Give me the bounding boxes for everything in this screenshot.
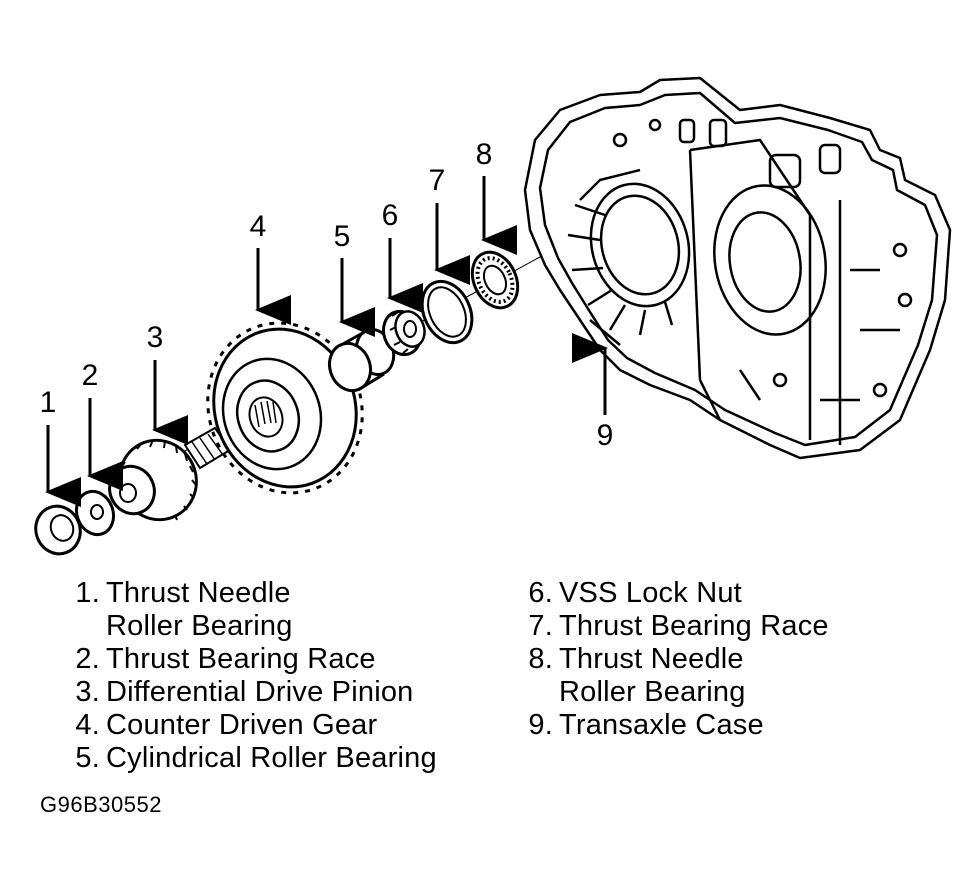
part-4-counter-driven-gear	[206, 321, 364, 495]
legend-text: Cylindrical Roller Bearing	[106, 742, 437, 774]
legend-text: Thrust Needle	[106, 577, 291, 609]
callout-label-1: 1	[40, 386, 57, 419]
callout-label-4: 4	[250, 210, 267, 243]
callout-label-5: 5	[334, 220, 351, 253]
part-2-thrust-bearing-race	[74, 489, 116, 537]
callout-label-3: 3	[147, 321, 164, 354]
legend-item-1: 1. Thrust Needle	[64, 577, 437, 610]
legend-item-7: 7. Thrust Bearing Race	[517, 610, 829, 643]
legend-item-8: 8. Thrust Needle	[517, 643, 829, 676]
legend-left-column: 1. Thrust Needle Roller Bearing 2. Thrus…	[64, 577, 437, 775]
legend-number: 4.	[75, 709, 100, 741]
callout-arrows	[45, 176, 608, 507]
legend-item-5: 5. Cylindrical Roller Bearing	[64, 742, 437, 775]
legend-number: 1.	[75, 577, 100, 609]
legend-text: Counter Driven Gear	[106, 709, 378, 741]
legend-text: Transaxle Case	[559, 709, 764, 741]
callout-label-8: 8	[476, 138, 493, 171]
legend-number: 7.	[528, 610, 553, 642]
callout-label-9: 9	[597, 419, 614, 452]
callout-label-2: 2	[82, 359, 99, 392]
legend-item-4: 4. Counter Driven Gear	[64, 709, 437, 742]
legend-right-column: 6. VSS Lock Nut 7. Thrust Bearing Race 8…	[517, 577, 829, 742]
legend-number: 9.	[528, 709, 553, 741]
legend-item-1-continuation: Roller Bearing	[64, 610, 437, 643]
legend-number: 3.	[75, 676, 100, 708]
part-9-transaxle-case	[523, 76, 952, 460]
legend-text: Thrust Needle	[559, 643, 744, 675]
legend-number: 6.	[528, 577, 553, 609]
figure-id: G96B30552	[40, 792, 162, 817]
part-3-differential-drive-pinion	[108, 426, 232, 522]
legend-item-3: 3. Differential Drive Pinion	[64, 676, 437, 709]
legend-number: 8.	[528, 643, 553, 675]
legend-number: 2.	[75, 643, 100, 675]
legend-text: Thrust Bearing Race	[559, 610, 829, 642]
legend-number: 5.	[75, 742, 100, 774]
legend-item-2: 2. Thrust Bearing Race	[64, 643, 437, 676]
part-8-thrust-needle-roller-bearing	[470, 250, 520, 310]
callout-label-7: 7	[429, 164, 446, 197]
legend-text: Thrust Bearing Race	[106, 643, 376, 675]
legend-text: Roller Bearing	[559, 676, 746, 708]
legend-text: Differential Drive Pinion	[106, 676, 414, 708]
legend-text: Roller Bearing	[106, 610, 293, 642]
part-7-thrust-bearing-race	[420, 279, 474, 345]
exploded-view-diagram: 1 2 3 4 5 6 7 8 9	[34, 76, 952, 556]
legend-item-6: 6. VSS Lock Nut	[517, 577, 829, 610]
callout-label-6: 6	[382, 199, 399, 232]
legend-item-8-continuation: Roller Bearing	[517, 676, 829, 709]
legend-item-9: 9. Transaxle Case	[517, 709, 829, 742]
legend-text: VSS Lock Nut	[559, 577, 742, 609]
